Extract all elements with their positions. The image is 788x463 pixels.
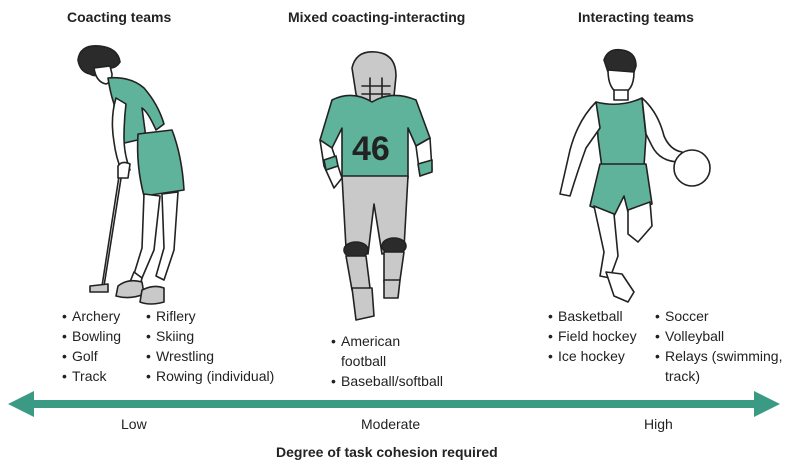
list-item: Skiing [146,326,274,346]
cohesion-scale-arrow [8,391,780,417]
interacting-sports-left-list: Basketball Field hockey Ice hockey [548,306,637,366]
coacting-sports-right-list: Riflery Skiing Wrestling Rowing (individ… [146,306,274,386]
interacting-teams-heading: Interacting teams [578,9,694,25]
scale-high-label: High [644,416,673,432]
scale-title: Degree of task cohesion required [276,444,498,460]
golfer-illustration [77,44,185,305]
mixed-teams-heading: Mixed coacting-interacting [288,9,466,25]
list-item: Rowing (individual) [146,366,274,386]
list-item: Riflery [146,306,274,326]
list-item: Archery [62,306,121,326]
list-item: Soccer [655,306,788,326]
scale-moderate-label: Moderate [361,416,421,432]
jersey-number: 46 [352,130,390,168]
list-item: Baseball/softball [331,371,451,391]
list-item: Field hockey [548,326,637,346]
basketball-player-illustration [559,48,711,303]
list-item: Track [62,366,121,386]
list-item: Golf [62,346,121,366]
list-item: Volleyball [655,326,788,346]
mixed-sports-list: American football Baseball/softball [331,331,451,391]
list-item: Basketball [548,306,637,326]
list-item: Relays (swimming, track) [655,346,788,386]
list-item: American football [331,331,421,371]
list-item: Ice hockey [548,346,637,366]
coacting-teams-heading: Coacting teams [67,9,172,25]
arrow-shape [8,391,780,417]
football-player-illustration: 46 [319,51,433,321]
coacting-sports-left-list: Archery Bowling Golf Track [62,306,121,386]
list-item: Wrestling [146,346,274,366]
interacting-sports-right-list: Soccer Volleyball Relays (swimming, trac… [655,306,788,386]
list-item: Bowling [62,326,121,346]
scale-low-label: Low [121,416,147,432]
